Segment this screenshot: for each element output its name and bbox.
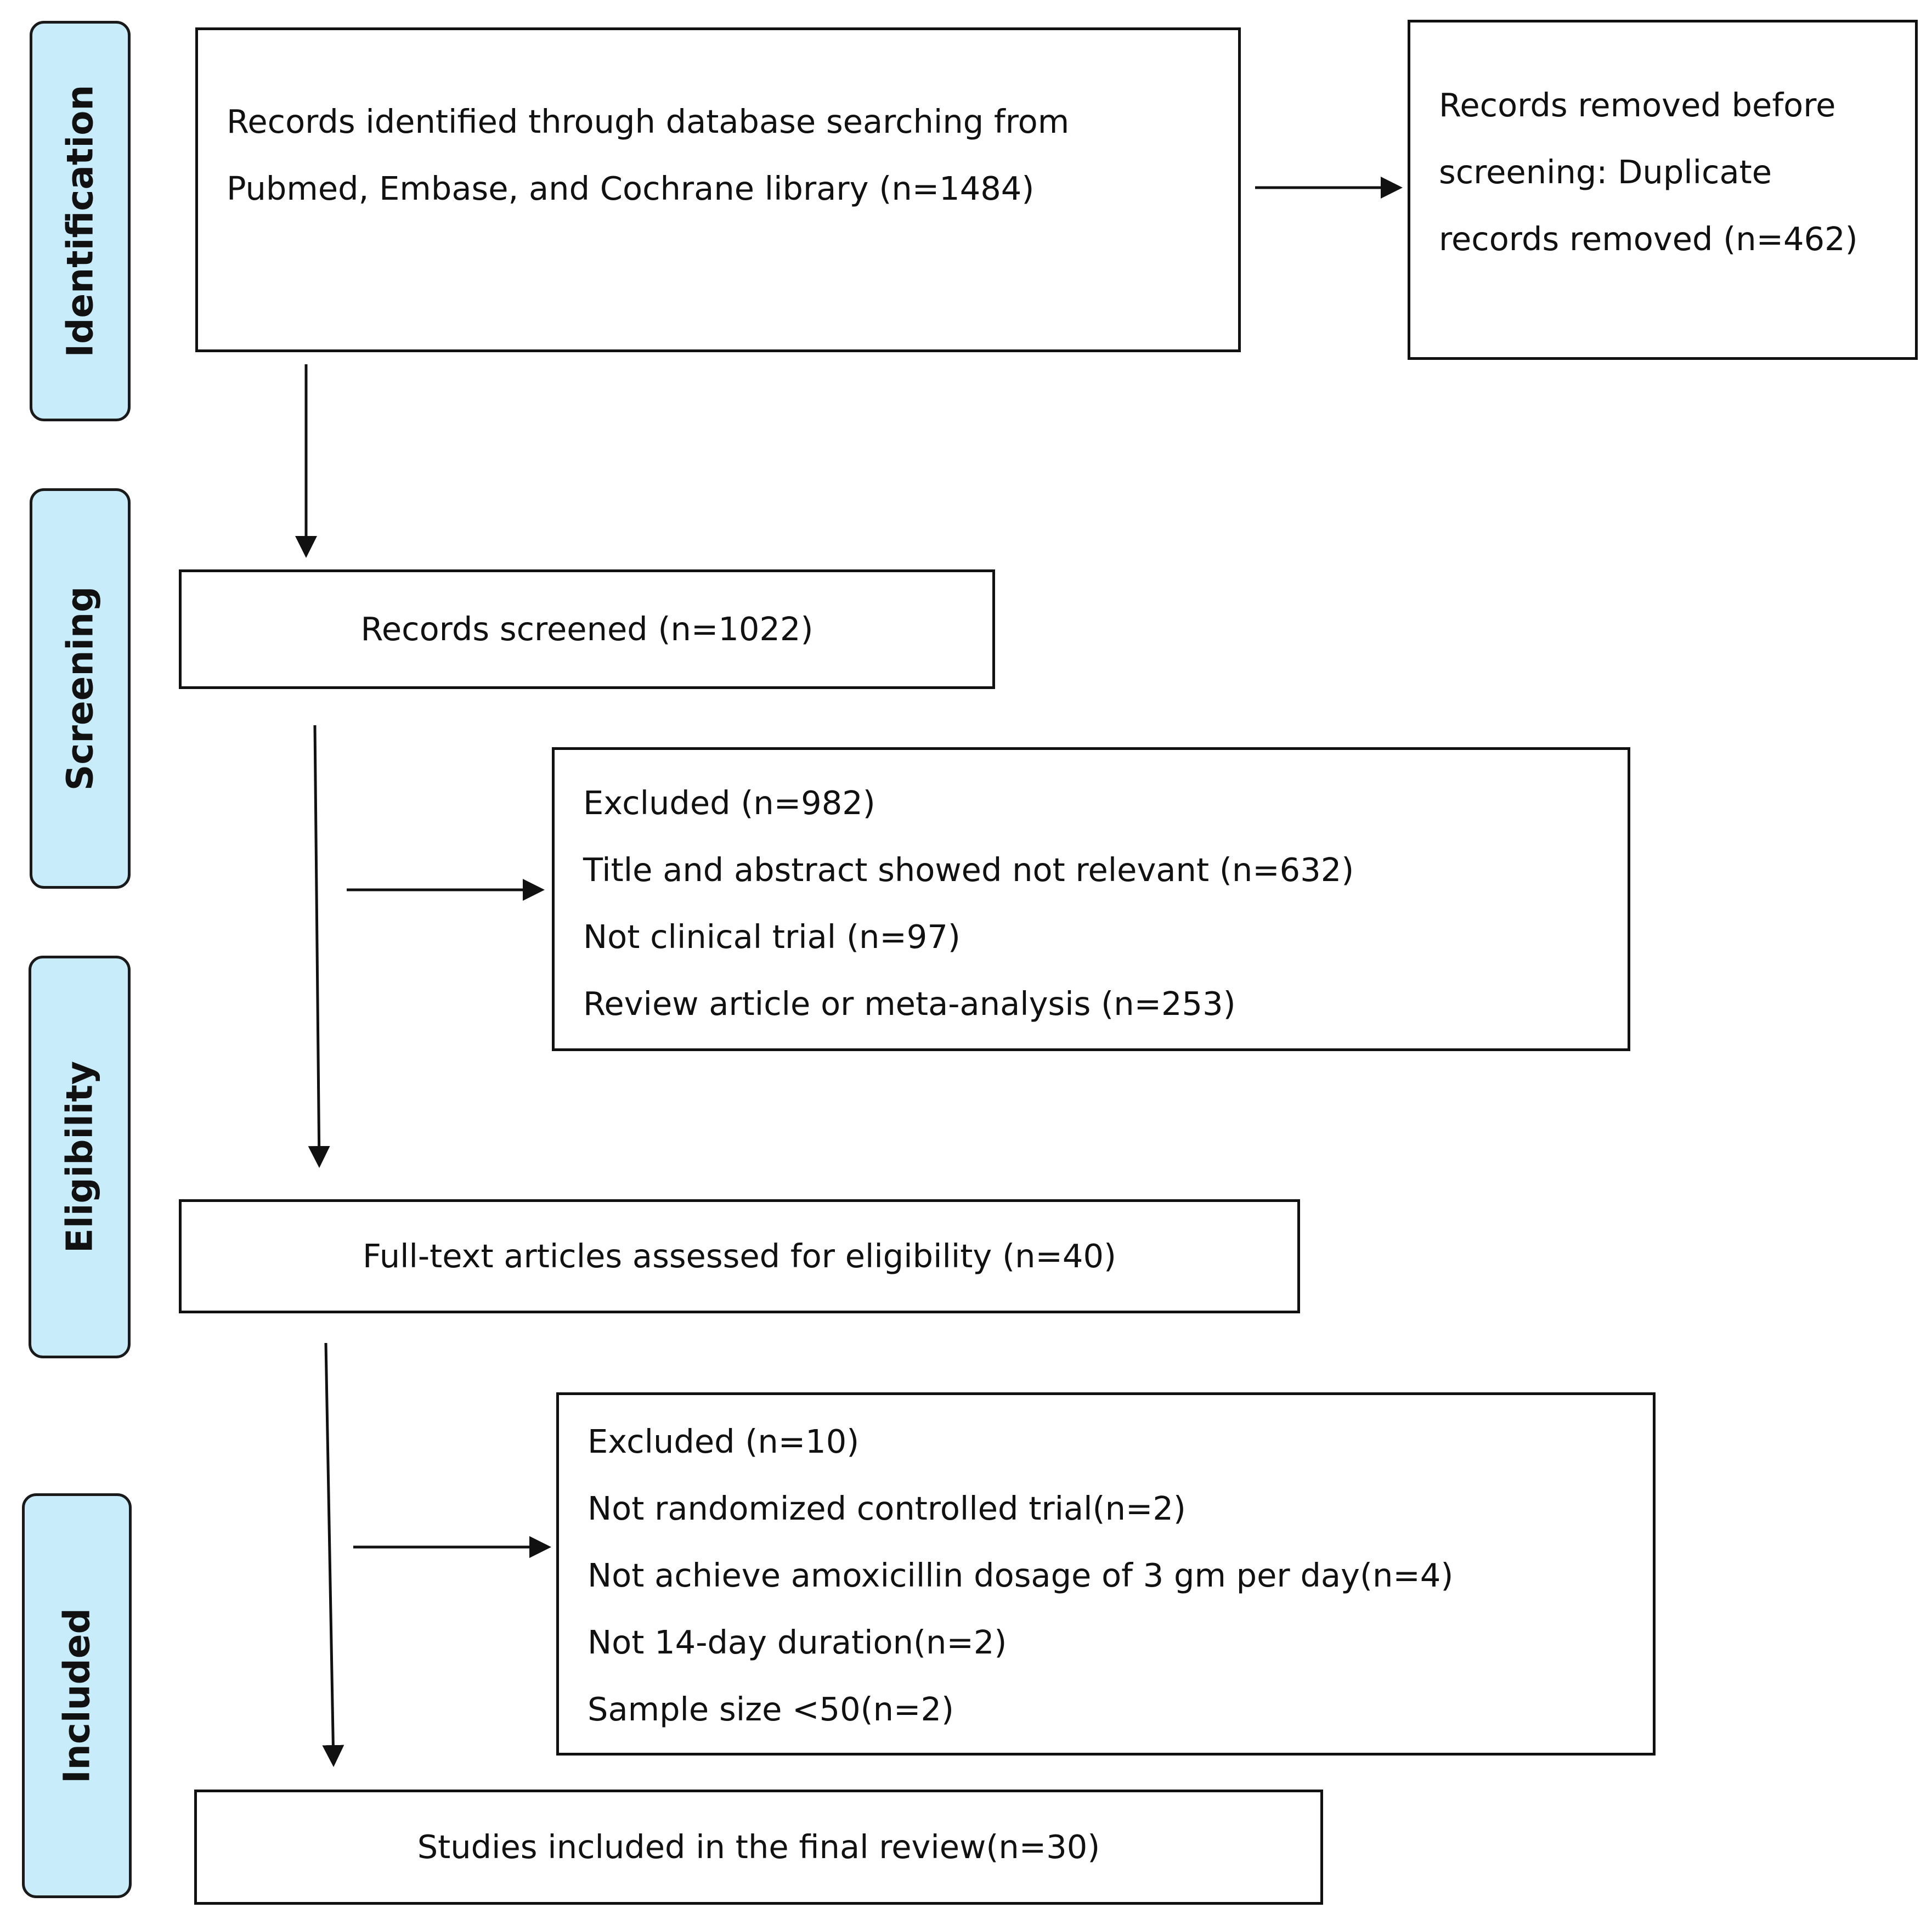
box-line: Pubmed, Embase, and Cochrane library (n=… bbox=[227, 170, 1035, 207]
phase-eligibility: Eligibility bbox=[29, 956, 131, 1358]
box-line: Title and abstract showed not relevant (… bbox=[583, 851, 1354, 889]
box-line: Records removed before bbox=[1439, 86, 1836, 124]
box-line: Not randomized controlled trial(n=2) bbox=[587, 1489, 1186, 1527]
box-line: Sample size <50(n=2) bbox=[587, 1690, 954, 1728]
box-records-screened: Records screened (n=1022) bbox=[179, 569, 995, 689]
arrow-to-included bbox=[322, 1342, 344, 1767]
box-records-removed: Records removed before screening: Duplic… bbox=[1408, 20, 1918, 360]
phase-screening: Screening bbox=[30, 488, 131, 889]
box-fulltext-assessed: Full-text articles assessed for eligibil… bbox=[179, 1199, 1300, 1313]
phase-identification: Identification bbox=[30, 21, 131, 421]
box-line: Not achieve amoxicillin dosage of 3 gm p… bbox=[587, 1556, 1454, 1594]
box-line: Excluded (n=10) bbox=[587, 1423, 860, 1460]
box-text: Full-text articles assessed for eligibil… bbox=[362, 1237, 1117, 1275]
box-records-identified: Records identified through database sear… bbox=[195, 27, 1241, 352]
box-studies-included: Studies included in the final review(n=3… bbox=[194, 1790, 1323, 1905]
box-line: Review article or meta-analysis (n=253) bbox=[583, 985, 1236, 1023]
box-line: Not 14-day duration(n=2) bbox=[587, 1623, 1007, 1661]
phase-included: Included bbox=[22, 1493, 132, 1898]
box-excluded-screening: Excluded (n=982) Title and abstract show… bbox=[552, 747, 1630, 1051]
box-text: Records screened (n=1022) bbox=[360, 610, 814, 648]
box-line: screening: Duplicate bbox=[1439, 153, 1772, 191]
box-excluded-eligibility: Excluded (n=10) Not randomized controlle… bbox=[556, 1392, 1656, 1756]
box-line: Excluded (n=982) bbox=[583, 784, 875, 822]
arrow-to-fulltext bbox=[308, 725, 330, 1168]
box-text: Studies included in the final review(n=3… bbox=[417, 1828, 1100, 1866]
box-line: Not clinical trial (n=97) bbox=[583, 918, 961, 956]
box-line: records removed (n=462) bbox=[1439, 220, 1858, 258]
box-line: Records identified through database sear… bbox=[227, 103, 1070, 140]
